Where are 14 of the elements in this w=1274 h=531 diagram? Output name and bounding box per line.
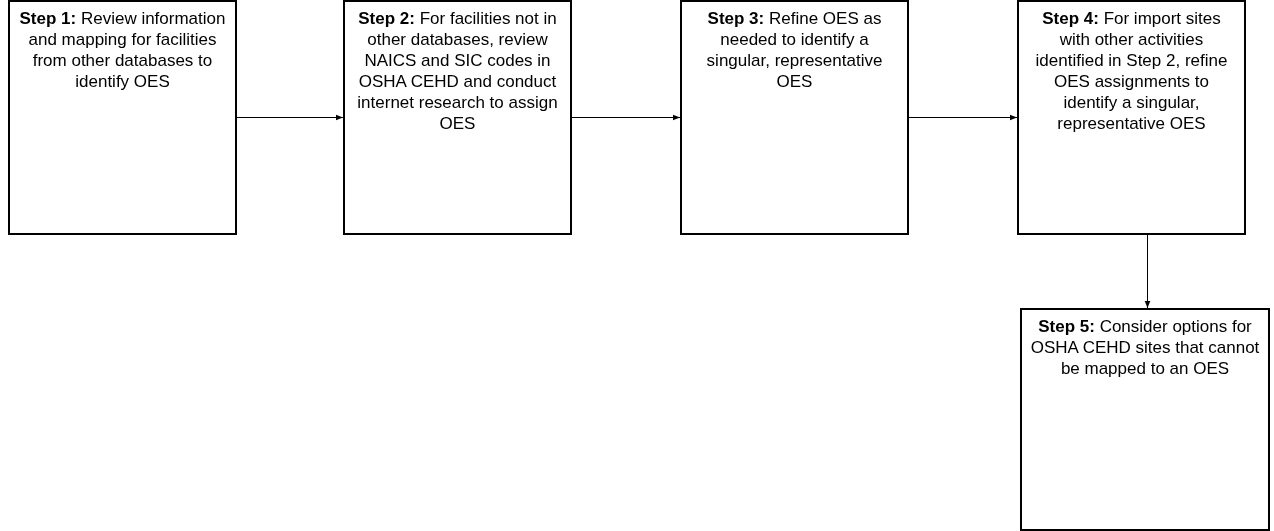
arrow [908, 114, 1018, 121]
step-text: Step 5: Consider options for OSHA CEHD sites that cannot be mapped to an OES [1030, 317, 1260, 378]
arrow [1144, 234, 1151, 309]
arrow [236, 114, 344, 121]
process-box [680, 0, 909, 235]
step-text: Step 4: For import sites with other activities identified in Step 2, refine OES assignments to identify a singular, representative OES [1035, 9, 1228, 133]
process-box [1020, 308, 1270, 531]
step-text: Step 1: Review information and mapping for facilities from other databases to identify OES [19, 9, 226, 91]
arrow [571, 114, 681, 121]
step-text: Step 2: For facilities not in other databases, review NAICS and SIC codes in OSHA CEHD and conduct internet research to assign OES [357, 9, 558, 133]
process-box [1017, 0, 1246, 235]
process-box [8, 0, 237, 235]
process-box [343, 0, 572, 235]
step-text: Step 3: Refine OES as needed to identify a singular, representative OES [706, 9, 883, 91]
